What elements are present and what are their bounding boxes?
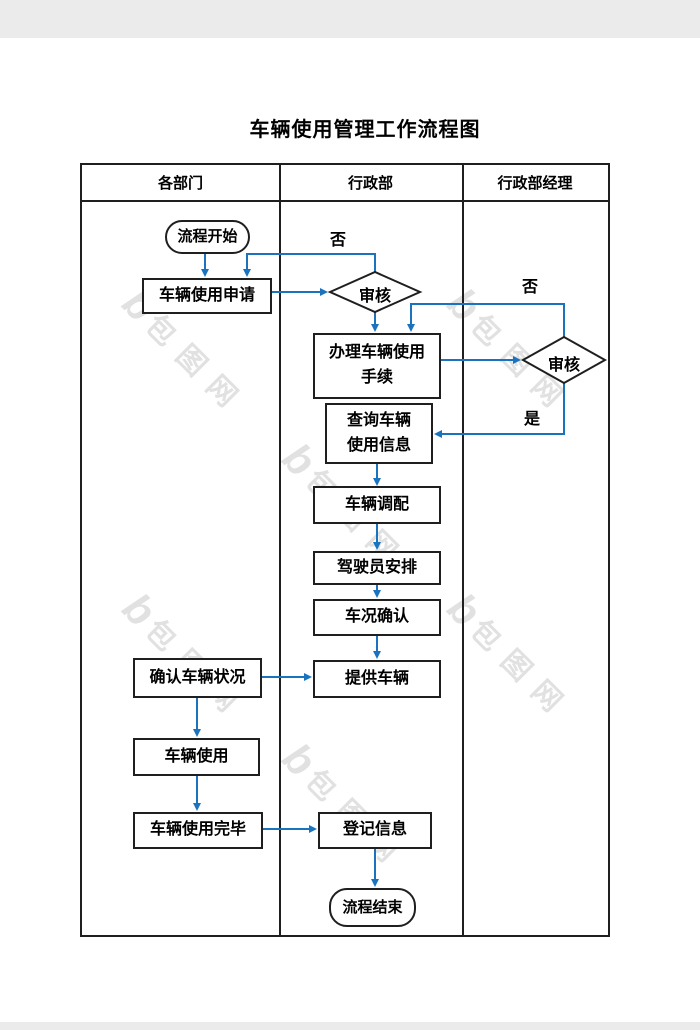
register-info-node: 登记信息 bbox=[318, 812, 432, 849]
edge-review2-yes-to-query bbox=[434, 383, 565, 438]
condition-confirm-node: 车况确认 bbox=[313, 599, 441, 636]
lane-header-departments: 各部门 bbox=[157, 175, 203, 192]
lane-divider-2 bbox=[462, 165, 464, 935]
provide-vehicle-node: 提供车辆 bbox=[313, 660, 441, 698]
driver-arrange-node: 驾驶员安排 bbox=[313, 551, 441, 585]
review1-diamond bbox=[327, 270, 423, 314]
swimlane-table: 各部门 行政部 行政部经理 bbox=[80, 163, 610, 937]
edge-review2-no-return bbox=[407, 303, 565, 337]
edge-review1-no-return bbox=[243, 253, 376, 277]
review2-diamond bbox=[520, 335, 608, 385]
top-gray-band bbox=[0, 0, 700, 38]
bottom-gray-band bbox=[0, 1022, 700, 1030]
end-node: 流程结束 bbox=[329, 888, 416, 927]
lane-divider-1 bbox=[279, 165, 281, 935]
use-finished-node: 车辆使用完毕 bbox=[133, 812, 263, 849]
review2-diamond-label: 审核 bbox=[547, 357, 580, 374]
page-title: 车辆使用管理工作流程图 bbox=[249, 119, 481, 141]
edge-label-review2-yes: 是 bbox=[523, 411, 540, 428]
review1-diamond-label: 审核 bbox=[358, 288, 391, 305]
apply-node: 车辆使用申请 bbox=[142, 278, 272, 314]
edge-label-review1-no: 否 bbox=[329, 232, 346, 249]
lane-header-admin-dept: 行政部 bbox=[347, 175, 393, 192]
vehicle-use-node: 车辆使用 bbox=[133, 738, 260, 776]
dispatch-node: 车辆调配 bbox=[313, 486, 441, 524]
query-info-node: 查询车辆 使用信息 bbox=[325, 403, 433, 464]
handle-procedure-node: 办理车辆使用 手续 bbox=[313, 333, 441, 399]
lane-header-admin-manager: 行政部经理 bbox=[497, 175, 573, 192]
confirm-status-node: 确认车辆状况 bbox=[133, 658, 262, 698]
start-node: 流程开始 bbox=[165, 220, 250, 254]
header-divider bbox=[82, 200, 608, 202]
edge-label-review2-no: 否 bbox=[521, 279, 538, 296]
